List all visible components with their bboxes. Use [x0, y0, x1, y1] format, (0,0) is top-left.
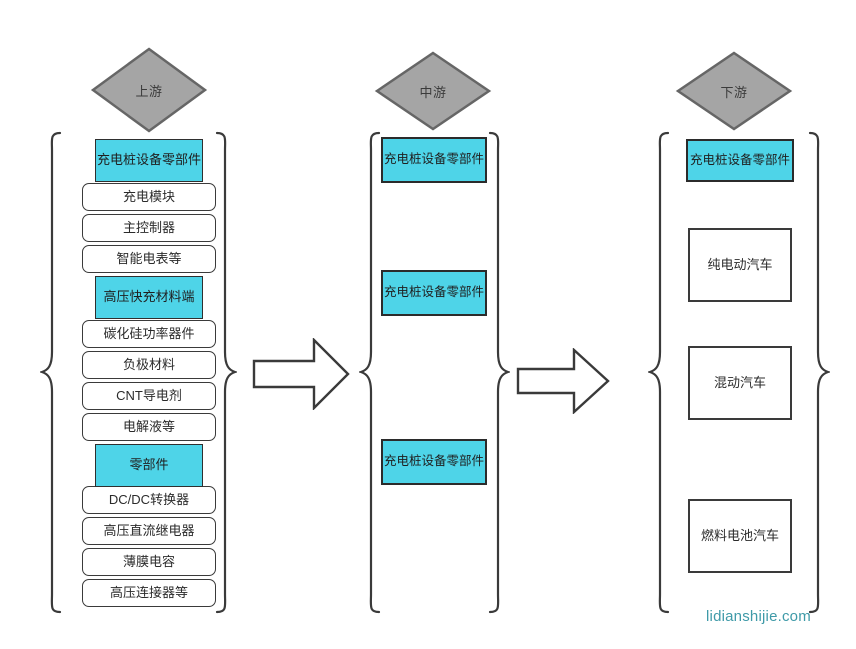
upstream-brace-right	[215, 130, 237, 615]
curly-brace-right-icon	[808, 131, 830, 614]
upstream-item[interactable]: 薄膜电容	[82, 548, 216, 576]
downstream-brace-right	[808, 130, 830, 615]
downstream-highlight-box[interactable]: 充电桩设备零部件	[686, 139, 794, 182]
flow-arrow-midstream-to-downstream	[516, 348, 610, 414]
upstream-item[interactable]: 主控制器	[82, 214, 216, 242]
upstream-group-header[interactable]: 充电桩设备零部件	[95, 139, 203, 182]
upstream-item[interactable]: 碳化硅功率器件	[82, 320, 216, 348]
downstream-item[interactable]: 燃料电池汽车	[688, 499, 792, 573]
upstream-item[interactable]: 充电模块	[82, 183, 216, 211]
upstream-group-header[interactable]: 高压快充材料端	[95, 276, 203, 319]
block-arrow-right-icon	[516, 348, 610, 414]
diamond-shape-icon	[374, 51, 492, 131]
diamond-shape-icon	[675, 51, 793, 131]
upstream-item[interactable]: 高压直流继电器	[82, 517, 216, 545]
upstream-item[interactable]: 高压连接器等	[82, 579, 216, 607]
upstream-item[interactable]: 负极材料	[82, 351, 216, 379]
midstream-brace-left	[359, 130, 381, 615]
midstream-item[interactable]: 充电桩设备零部件	[381, 137, 487, 183]
downstream-brace-left	[648, 130, 670, 615]
curly-brace-left-icon	[359, 131, 381, 614]
curly-brace-left-icon	[648, 131, 670, 614]
flow-arrow-upstream-to-midstream	[252, 338, 350, 410]
upstream-item[interactable]: DC/DC转换器	[82, 486, 216, 514]
midstream-item[interactable]: 充电桩设备零部件	[381, 270, 487, 316]
midstream-item[interactable]: 充电桩设备零部件	[381, 439, 487, 485]
curly-brace-right-icon	[488, 131, 510, 614]
stage-diamond-downstream: 下游	[675, 51, 793, 131]
diamond-shape-icon	[90, 47, 208, 133]
downstream-item[interactable]: 混动汽车	[688, 346, 792, 420]
watermark-label: lidianshijie.com	[706, 608, 811, 625]
downstream-item[interactable]: 纯电动汽车	[688, 228, 792, 302]
curly-brace-left-icon	[40, 131, 62, 614]
upstream-item[interactable]: 智能电表等	[82, 245, 216, 273]
midstream-brace-right	[488, 130, 510, 615]
curly-brace-right-icon	[215, 131, 237, 614]
upstream-group-header[interactable]: 零部件	[95, 444, 203, 487]
upstream-item[interactable]: CNT导电剂	[82, 382, 216, 410]
stage-diamond-midstream: 中游	[374, 51, 492, 131]
upstream-brace-left	[40, 130, 62, 615]
upstream-item[interactable]: 电解液等	[82, 413, 216, 441]
stage-diamond-upstream: 上游	[90, 47, 208, 133]
block-arrow-right-icon	[252, 338, 350, 410]
